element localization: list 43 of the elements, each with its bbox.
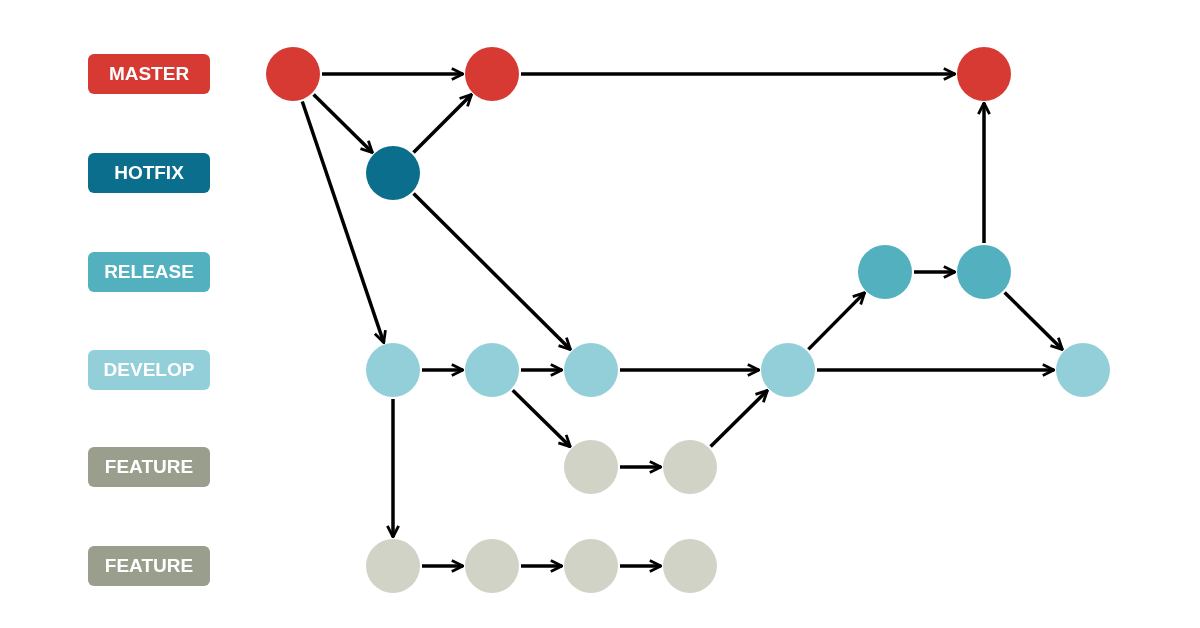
commit-circle [858,245,912,299]
commit-circle [564,539,618,593]
arrow [412,93,473,154]
commit-circle [957,245,1011,299]
branch-label: DEVELOP [88,350,210,390]
arrow [1003,291,1064,351]
commit-circle [465,539,519,593]
arrow [511,389,572,449]
commit-circle [663,539,717,593]
arrow [386,399,400,539]
branch-label: RELEASE [88,252,210,292]
commit-circle [366,343,420,397]
arrow [322,67,465,81]
branch-label: FEATURE [88,546,210,586]
arrow [422,363,465,377]
arrow [412,192,572,351]
branch-label: FEATURE [88,447,210,487]
arrow [817,363,1056,377]
arrow [620,559,663,573]
commit-circle [366,146,420,200]
arrow [521,363,564,377]
arrow [300,100,387,344]
commit-circle [366,539,420,593]
branch-label: MASTER [88,54,210,94]
commit-circle [266,47,320,101]
commit-circle [1056,343,1110,397]
commit-circle [564,343,618,397]
arrow [422,559,465,573]
arrow [312,93,374,154]
arrow [807,291,866,351]
commit-circle [761,343,815,397]
arrow [709,389,769,448]
arrow [620,460,663,474]
arrow [521,559,564,573]
commit-circle [663,440,717,494]
branch-label: HOTFIX [88,153,210,193]
arrow [914,265,957,279]
commit-circle [957,47,1011,101]
commit-circle [465,47,519,101]
arrow [521,67,957,81]
arrow [620,363,761,377]
commit-circle [465,343,519,397]
commit-circle [564,440,618,494]
